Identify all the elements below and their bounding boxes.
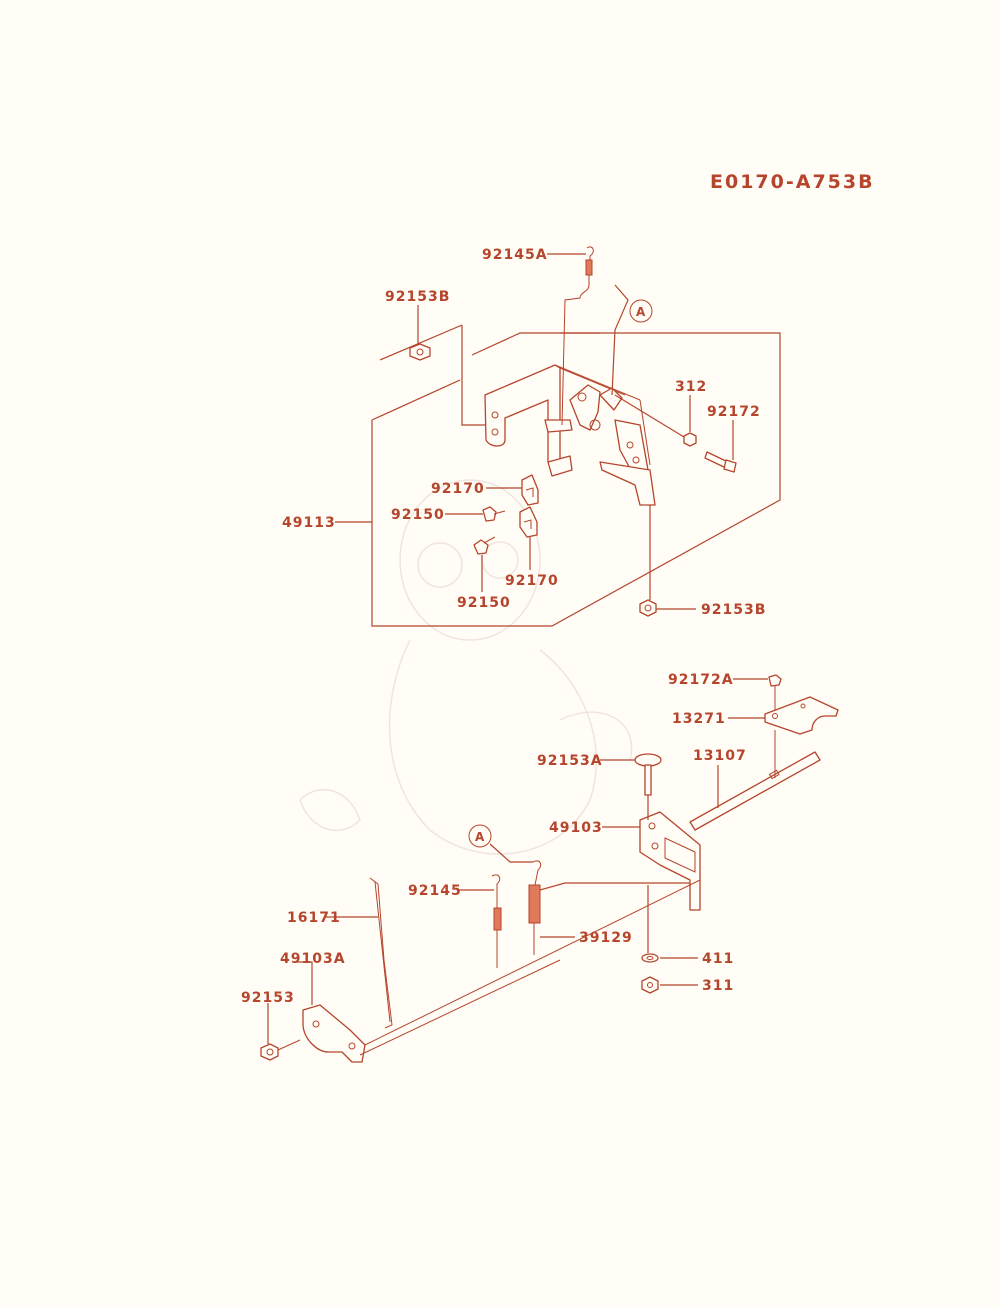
label-92170-b: 92170 <box>505 573 559 589</box>
label-39129: 39129 <box>579 930 633 946</box>
reference-code: E0170-A753B <box>710 171 875 193</box>
screw-92172A <box>768 674 782 710</box>
clamp-92170-a <box>521 474 539 506</box>
bracket-49103 <box>639 811 701 911</box>
screw-92150-a <box>482 506 506 522</box>
label-49113: 49113 <box>282 515 336 531</box>
label-92153B-top: 92153B <box>385 289 450 305</box>
label-92145: 92145 <box>408 883 462 899</box>
label-92150-b: 92150 <box>457 595 511 611</box>
callout-a-upper <box>629 299 653 323</box>
bolt-92153B-bottom <box>639 599 657 617</box>
watermark-mascot <box>299 479 633 855</box>
plate-13271 <box>764 696 839 735</box>
rod-16171 <box>369 877 393 1029</box>
bolt-92172 <box>704 451 737 473</box>
label-92170-a: 92170 <box>431 481 485 497</box>
label-16171: 16171 <box>287 910 341 926</box>
label-49103A: 49103A <box>280 951 346 967</box>
spring-39129 <box>528 860 542 955</box>
washer-411 <box>641 953 659 963</box>
shaft-13107 <box>689 730 821 831</box>
callout-a-lower <box>468 824 492 848</box>
label-92145A: 92145A <box>482 247 548 263</box>
lever-49103A <box>302 879 701 1063</box>
callout-a-upper-text: A <box>636 305 646 319</box>
label-92153: 92153 <box>241 990 295 1006</box>
nut-311 <box>641 976 659 994</box>
spring-92145 <box>491 874 502 968</box>
clamp-92170-b <box>519 506 538 538</box>
upper-assembly <box>371 324 781 627</box>
bolt-92153A <box>634 753 662 796</box>
nut-312 <box>683 432 697 447</box>
label-92153B-bottom: 92153B <box>701 602 766 618</box>
label-13107: 13107 <box>693 748 747 764</box>
label-92172: 92172 <box>707 404 761 420</box>
label-92150-a: 92150 <box>391 507 445 523</box>
label-411: 411 <box>702 951 734 967</box>
label-92153A: 92153A <box>537 753 603 769</box>
label-13271: 13271 <box>672 711 726 727</box>
label-92172A: 92172A <box>668 672 734 688</box>
label-311: 311 <box>702 978 734 994</box>
screw-92150-b <box>473 536 496 555</box>
bolt-92153B-top <box>409 343 431 361</box>
bolt-92153 <box>260 1039 301 1061</box>
label-49103: 49103 <box>549 820 603 836</box>
callout-a-lower-text: A <box>475 830 485 844</box>
spring-92145A <box>561 246 594 426</box>
label-312: 312 <box>675 379 707 395</box>
